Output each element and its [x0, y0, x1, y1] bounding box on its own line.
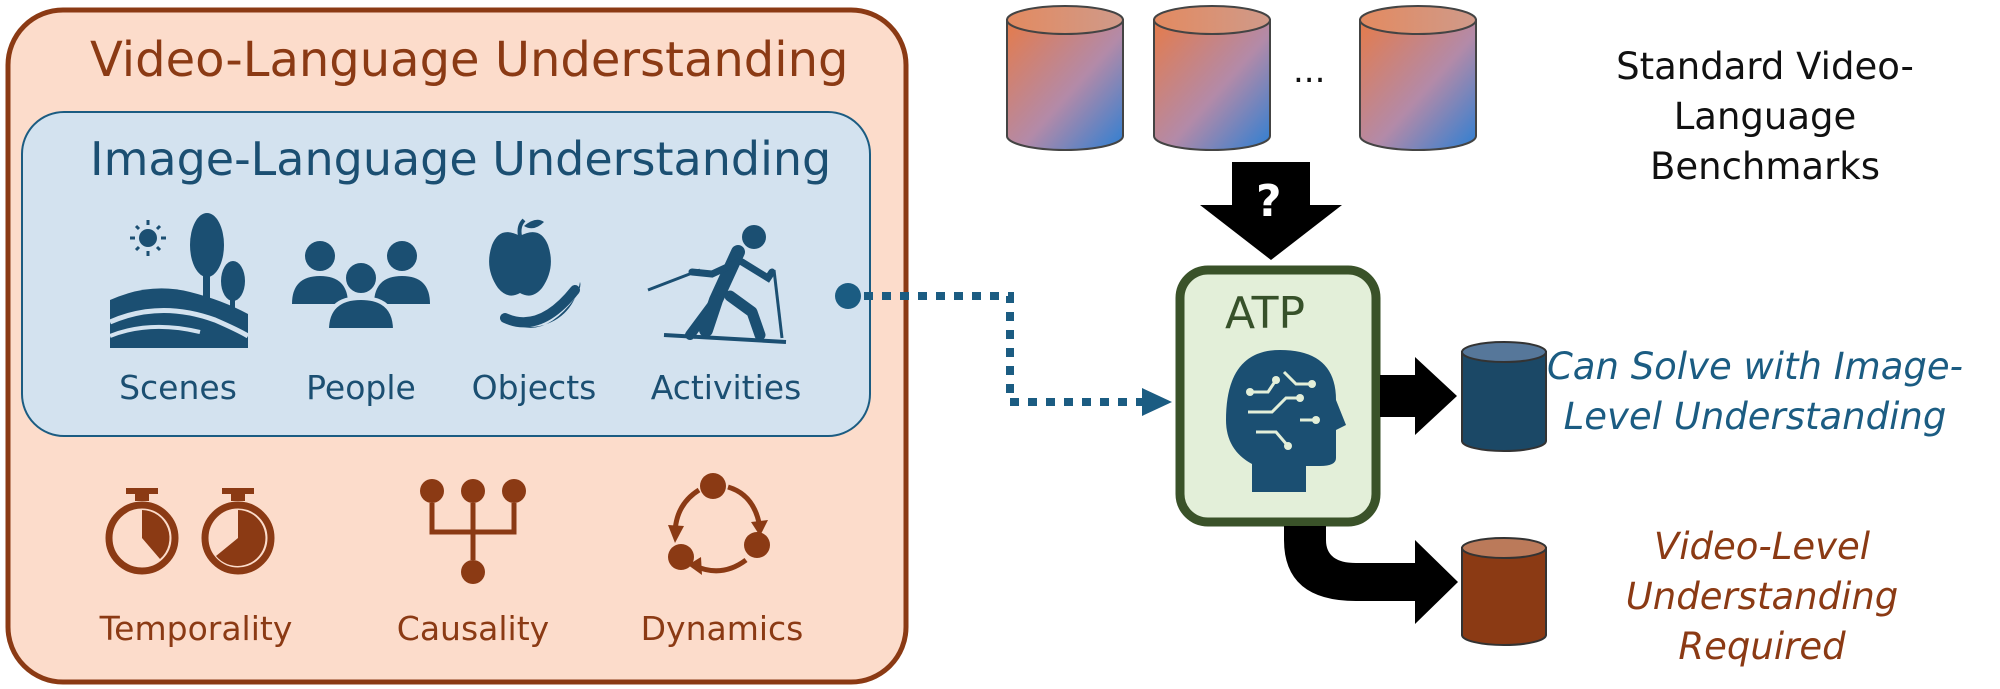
- database-cylinder-icon: [1359, 5, 1477, 151]
- atp-label: ATP: [1225, 288, 1306, 339]
- question-mark: ?: [1256, 176, 1282, 227]
- skier-icon: [647, 225, 787, 344]
- brain-head-icon: [1226, 350, 1346, 492]
- stopwatch-icon: [105, 488, 179, 575]
- cycle-icon: [668, 473, 770, 575]
- database-cylinder-icon: [1006, 5, 1124, 151]
- database-cylinder-icon: [1461, 537, 1547, 646]
- category-label-scenes: Scenes: [119, 368, 237, 407]
- video-understanding-title: Video-Language Understanding: [90, 32, 849, 88]
- category-label-activities: Activities: [650, 368, 802, 407]
- people-icon: [292, 241, 430, 332]
- benchmark-ellipsis: ...: [1293, 51, 1326, 91]
- category-label-temporality: Temporality: [99, 609, 293, 648]
- category-label-people: People: [306, 368, 416, 407]
- category-label-objects: Objects: [471, 368, 597, 407]
- database-cylinder-icon: [1153, 5, 1271, 151]
- stopwatch-icon: [201, 488, 275, 575]
- fruit-icon: [489, 218, 581, 328]
- video-level-outcome: Video-Level Understanding Required: [1625, 525, 1899, 668]
- dotted-connector: [835, 283, 1172, 416]
- curved-arrow: [1284, 526, 1458, 624]
- category-label-dynamics: Dynamics: [640, 609, 804, 648]
- image-understanding-title: Image-Language Understanding: [90, 132, 832, 186]
- database-cylinder-icon: [1461, 341, 1547, 452]
- right-arrow: [1380, 357, 1457, 435]
- image-level-outcome: Can Solve with Image-Level Understanding: [1546, 345, 1964, 438]
- down-arrow: [1200, 162, 1342, 260]
- benchmarks-title: Standard Video-Language Benchmarks: [1616, 45, 1914, 188]
- causality-tree-icon: [420, 479, 526, 584]
- image-understanding-box: [21, 111, 871, 437]
- landscape-icon: [108, 213, 250, 348]
- category-label-causality: Causality: [396, 609, 550, 648]
